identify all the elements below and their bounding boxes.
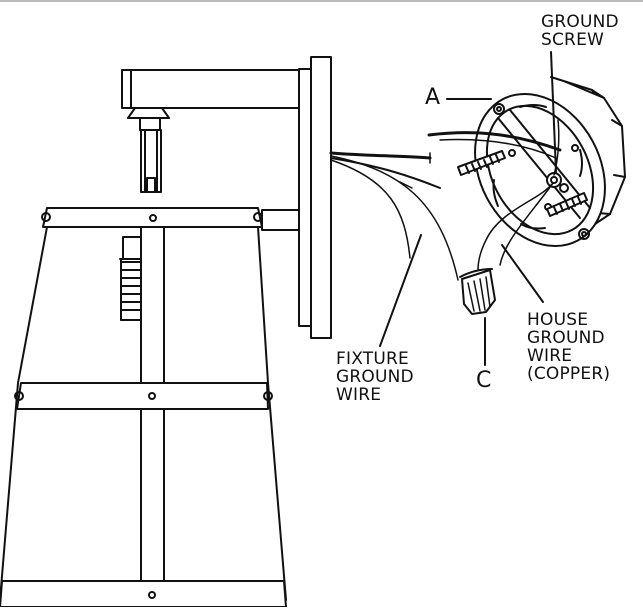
hanging-rod bbox=[140, 129, 162, 193]
fixture-ground-wire-label-line1: FIXTURE bbox=[336, 349, 409, 369]
fixture-ground-wire-label-line2: GROUND bbox=[336, 367, 414, 387]
fixture-ground-wire-label: FIXTURE GROUND WIRE bbox=[336, 350, 414, 404]
house-ground-wire-label-line1: HOUSE bbox=[527, 310, 589, 330]
fixture-ground-wire-label-line3: WIRE bbox=[336, 385, 382, 405]
ground-screw-label: GROUND SCREW bbox=[541, 13, 619, 49]
callout-c: C bbox=[476, 368, 492, 393]
house-ground-wire-label-line3: WIRE bbox=[527, 346, 573, 366]
house-ground-wire-label-line4: (COPPER) bbox=[527, 364, 611, 384]
fixture-ground-wire-leader bbox=[379, 234, 422, 347]
fixture-wires bbox=[329, 151, 459, 281]
ground-screw-label-line1: GROUND bbox=[541, 12, 619, 32]
ground-screw-leader bbox=[550, 51, 557, 173]
lamp-socket bbox=[119, 236, 142, 321]
house-ground-wire-label: HOUSE GROUND WIRE (COPPER) bbox=[527, 311, 610, 383]
ground-screw-label-line2: SCREW bbox=[541, 30, 605, 50]
wire-nut bbox=[459, 268, 496, 315]
callout-a: A bbox=[425, 85, 441, 110]
lower-arm bbox=[261, 209, 300, 231]
wall-plate bbox=[298, 56, 332, 339]
leader-lines bbox=[379, 51, 557, 366]
upper-arm bbox=[121, 69, 300, 131]
house-ground-wire-label-line2: GROUND bbox=[527, 328, 605, 348]
mounting-plate bbox=[474, 92, 606, 248]
mounting-screws bbox=[457, 150, 588, 217]
lantern-body bbox=[0, 207, 287, 608]
house-wires bbox=[427, 119, 562, 271]
house-ground-wire-leader bbox=[501, 244, 544, 303]
